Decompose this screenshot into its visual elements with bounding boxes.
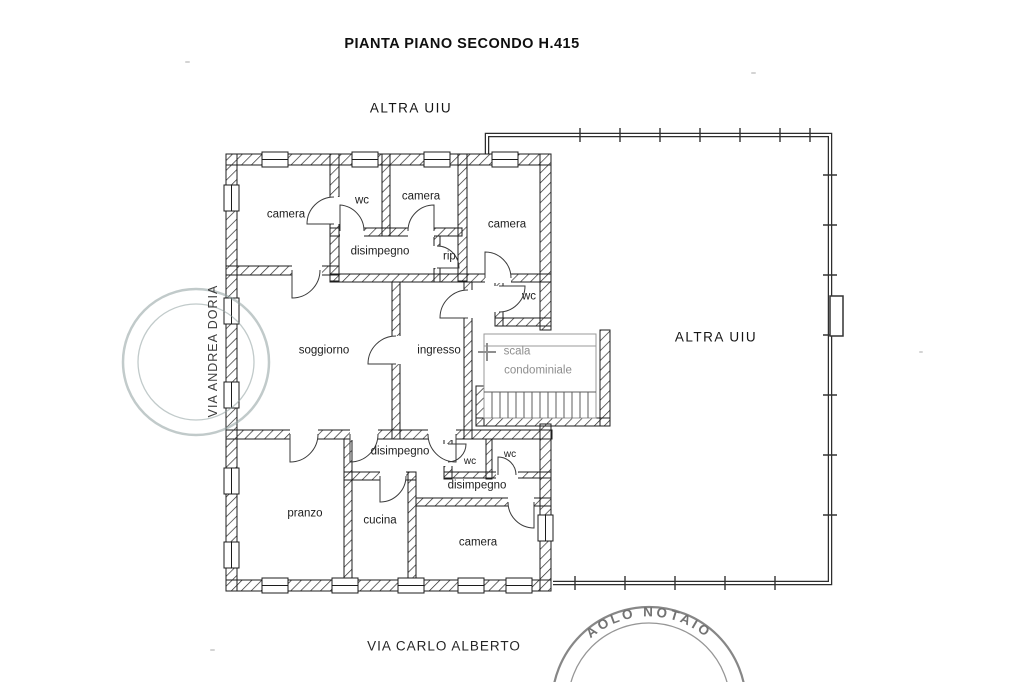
room-label-disimpegno-top: disimpegno xyxy=(350,245,410,258)
stamp-left-icon xyxy=(121,287,271,437)
staircase xyxy=(478,333,597,419)
stamp-notary-inner-ring xyxy=(570,622,728,682)
tick-marks xyxy=(574,128,837,590)
window-midlines xyxy=(231,159,546,586)
room-label-cucina: cucina xyxy=(363,514,397,527)
room-label-camera-nw: camera xyxy=(266,208,306,221)
room-label-wc-small-2: wc xyxy=(503,449,517,460)
room-label-soggiorno: soggiorno xyxy=(298,344,350,357)
altra-uiu-outline-inner xyxy=(486,134,831,584)
room-label-camera-n: camera xyxy=(401,190,441,203)
room-label-disimpegno-mid: disimpegno xyxy=(370,445,430,458)
stamp-left-inner-ring xyxy=(137,303,255,421)
room-label-camera-s: camera xyxy=(458,536,498,549)
room-label-disimpegno-low: disimpegno xyxy=(447,479,507,492)
stair-treads xyxy=(484,391,596,418)
room-label-scala: scala xyxy=(503,345,531,358)
scan-specks xyxy=(185,61,923,651)
survey-cross-icon xyxy=(478,343,496,361)
stamp-notary-outer-ring xyxy=(553,605,745,682)
room-label-rip: rip. xyxy=(443,250,459,263)
room-label-wc-small-1: wc xyxy=(463,456,477,467)
label-via-carlo-alberto: VIA CARLO ALBERTO xyxy=(367,638,521,654)
stamp-notary-icon: AOLO NOTAIO xyxy=(553,604,745,682)
label-via-andrea-doria: VIA ANDREA DORIA xyxy=(205,284,220,418)
room-label-wc-mid: wc xyxy=(521,290,537,303)
label-altra-uiu-top: ALTRA UIU xyxy=(369,100,453,116)
room-label-pranzo: pranzo xyxy=(287,507,323,520)
label-altra-uiu-right: ALTRA UIU xyxy=(674,329,758,345)
room-label-wc-top: wc xyxy=(354,194,370,207)
door-arcs xyxy=(289,196,535,529)
balcony-bump xyxy=(829,295,844,337)
stamp-left-outer-ring xyxy=(121,287,271,437)
plan-title: PIANTA PIANO SECONDO H.415 xyxy=(344,35,580,52)
door-gaps xyxy=(290,197,534,507)
room-label-condominiale: condominiale xyxy=(504,364,572,377)
room-label-ingresso: ingresso xyxy=(417,344,461,357)
room-label-camera-ne: camera xyxy=(487,218,527,231)
